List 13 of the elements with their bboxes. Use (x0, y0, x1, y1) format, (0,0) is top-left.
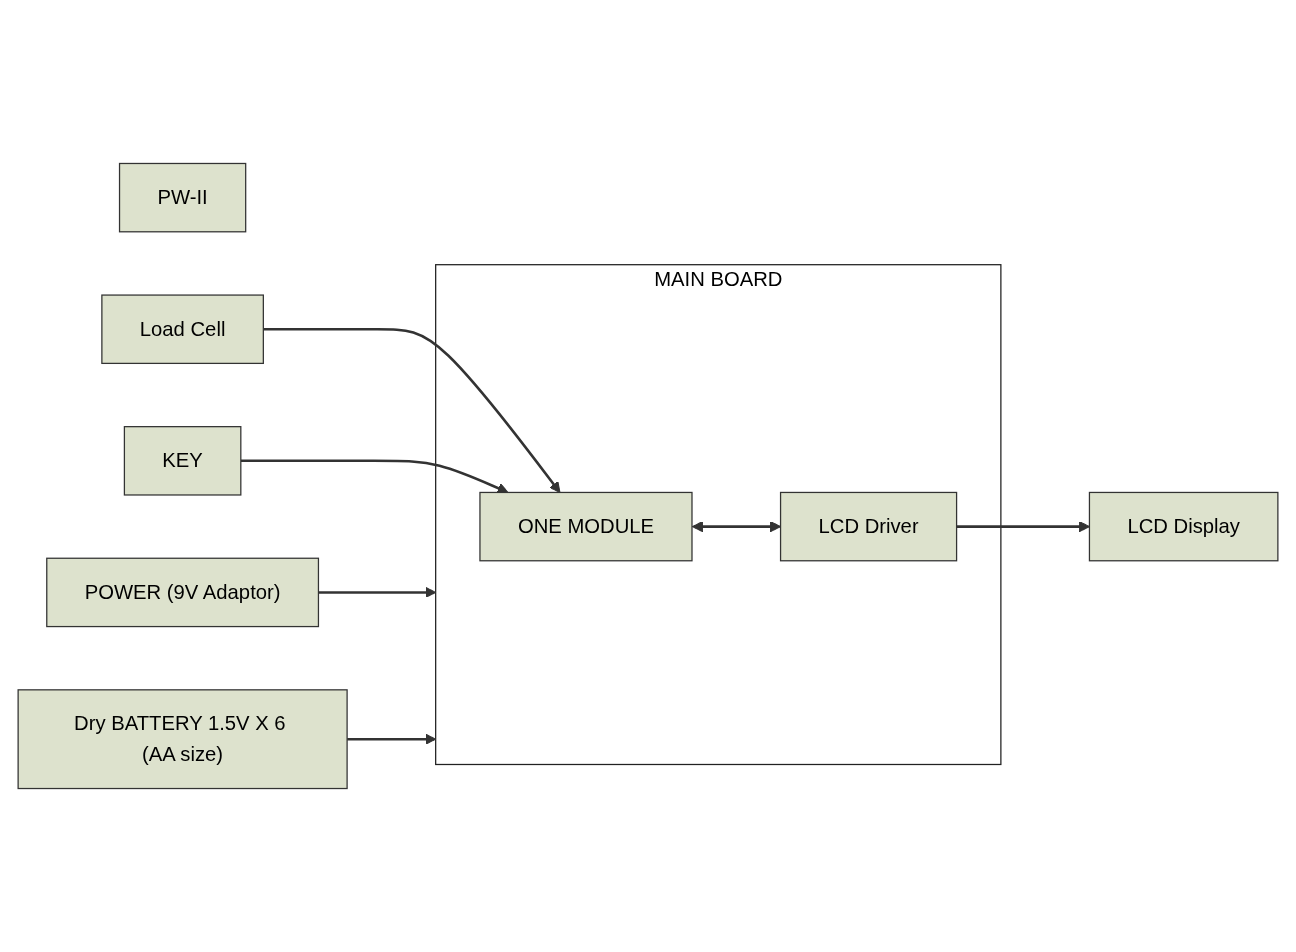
node-box: LCD Display (1088, 491, 1279, 562)
arrow (240, 459, 509, 494)
node-box: POWER (9V Adaptor) (46, 557, 320, 628)
node-box: KEY (123, 426, 242, 496)
arrow (956, 521, 1090, 533)
arrow (347, 733, 437, 745)
arrow (263, 327, 561, 493)
node-box: LCD Driver (779, 491, 958, 562)
node-box: Load Cell (101, 294, 264, 365)
node-box: Dry BATTERY 1.5V X 6 (AA size) (17, 689, 348, 790)
node-box: ONE MODULE (479, 491, 693, 562)
arrow (318, 586, 437, 598)
node-box: PW-II (118, 162, 247, 233)
